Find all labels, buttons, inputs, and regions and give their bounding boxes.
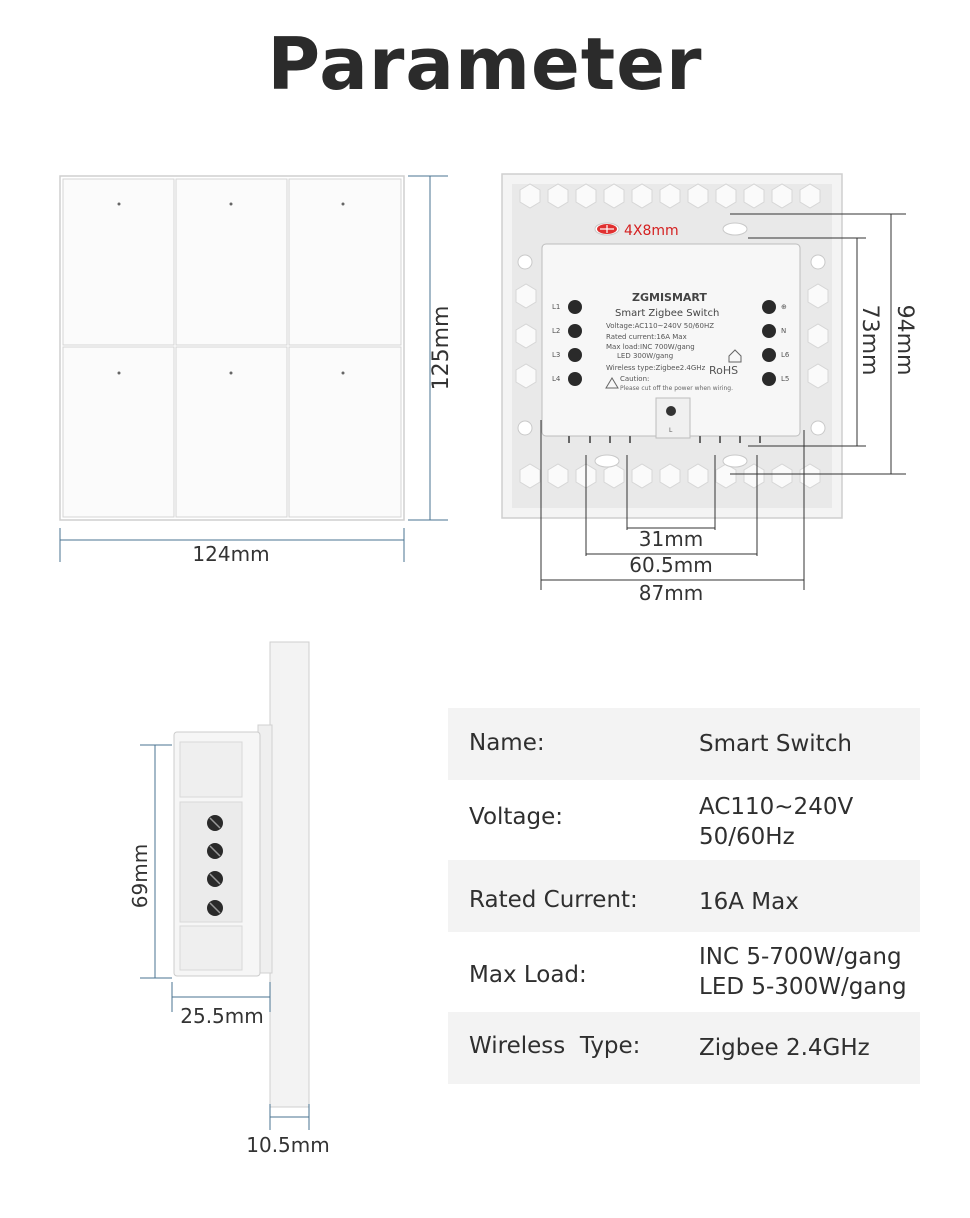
terminal-label: L5: [781, 375, 789, 383]
spec-value: 50/60Hz: [699, 824, 795, 850]
height-label: 125mm: [429, 306, 454, 391]
spec-row: Wireless Type: Zigbee 2.4GHz: [448, 1012, 920, 1084]
side-view: [173, 641, 310, 1108]
load-line1: Max load:INC 700W/gang: [606, 343, 695, 351]
switch-button: [62, 346, 175, 518]
dim-87: 87mm: [639, 581, 703, 605]
terminal-label: N: [781, 327, 786, 335]
current-line: Rated current:16A Max: [606, 333, 687, 341]
spec-label: Voltage:: [469, 804, 564, 830]
back-dimension-lines: [540, 213, 906, 590]
terminal-label: L: [669, 427, 673, 434]
width-label: 124mm: [192, 542, 269, 566]
spec-value: LED 5-300W/gang: [699, 974, 907, 1000]
dim-60-5: 60.5mm: [629, 553, 713, 577]
plate-thickness-label: 10.5mm: [246, 1133, 330, 1157]
spec-row: Name: Smart Switch: [448, 708, 920, 780]
screw-marker: [597, 224, 617, 234]
rohs-mark: RoHS: [709, 364, 738, 377]
wireless-line: Wireless type:Zigbee2.4GHz: [606, 364, 706, 372]
spec-label: Max Load:: [469, 962, 587, 988]
switch-button: [288, 346, 402, 518]
switch-button: [288, 178, 402, 346]
spec-value: Smart Switch: [699, 731, 852, 757]
terminal-label: L1: [552, 303, 560, 311]
spec-label: Wireless Type:: [469, 1033, 641, 1059]
terminal-label: L3: [552, 351, 560, 359]
load-line2: LED 300W/gang: [617, 352, 673, 360]
warning-icon: [605, 377, 619, 389]
side-depth-label: 25.5mm: [180, 1004, 264, 1028]
terminal-label: ⊕: [781, 303, 787, 311]
home-icon: [728, 349, 742, 363]
width-dimension: [59, 528, 405, 562]
switch-button: [62, 178, 175, 346]
height-dimension: [408, 175, 448, 521]
spec-row: Voltage: AC110~240V 50/60Hz: [448, 780, 920, 860]
dim-73: 73mm: [857, 305, 882, 376]
switch-button: [175, 178, 288, 346]
page-title: Parameter: [267, 22, 703, 106]
caution-text: Please cut off the power when wiring.: [620, 385, 733, 392]
dim-31: 31mm: [639, 527, 703, 551]
spec-value: 16A Max: [699, 889, 799, 915]
switch-button: [175, 346, 288, 518]
caution-label: Caution:: [620, 375, 649, 383]
terminal-label: L2: [552, 327, 560, 335]
side-height-label: 69mm: [128, 844, 152, 908]
terminal-label: L6: [781, 351, 790, 359]
voltage-line: Voltage:AC110~240V 50/60HZ: [606, 322, 714, 330]
side-dimension-lines: [140, 744, 310, 1130]
spec-label: Rated Current:: [469, 887, 638, 913]
dim-94: 94mm: [892, 305, 917, 376]
spec-value: AC110~240V: [699, 794, 854, 820]
spec-value: Zigbee 2.4GHz: [699, 1035, 870, 1061]
spec-row: Rated Current: 16A Max: [448, 860, 920, 932]
front-panel: [59, 175, 405, 521]
spec-label: Name:: [469, 730, 545, 756]
product-label: Smart Zigbee Switch: [615, 308, 719, 319]
brand-label: ZGMISMART: [632, 291, 707, 304]
spec-value: INC 5-700W/gang: [699, 944, 902, 970]
terminal-label: L4: [552, 375, 561, 383]
screw-label: 4X8mm: [624, 223, 679, 239]
spec-row: Max Load: INC 5-700W/gang LED 5-300W/gan…: [448, 932, 920, 1012]
